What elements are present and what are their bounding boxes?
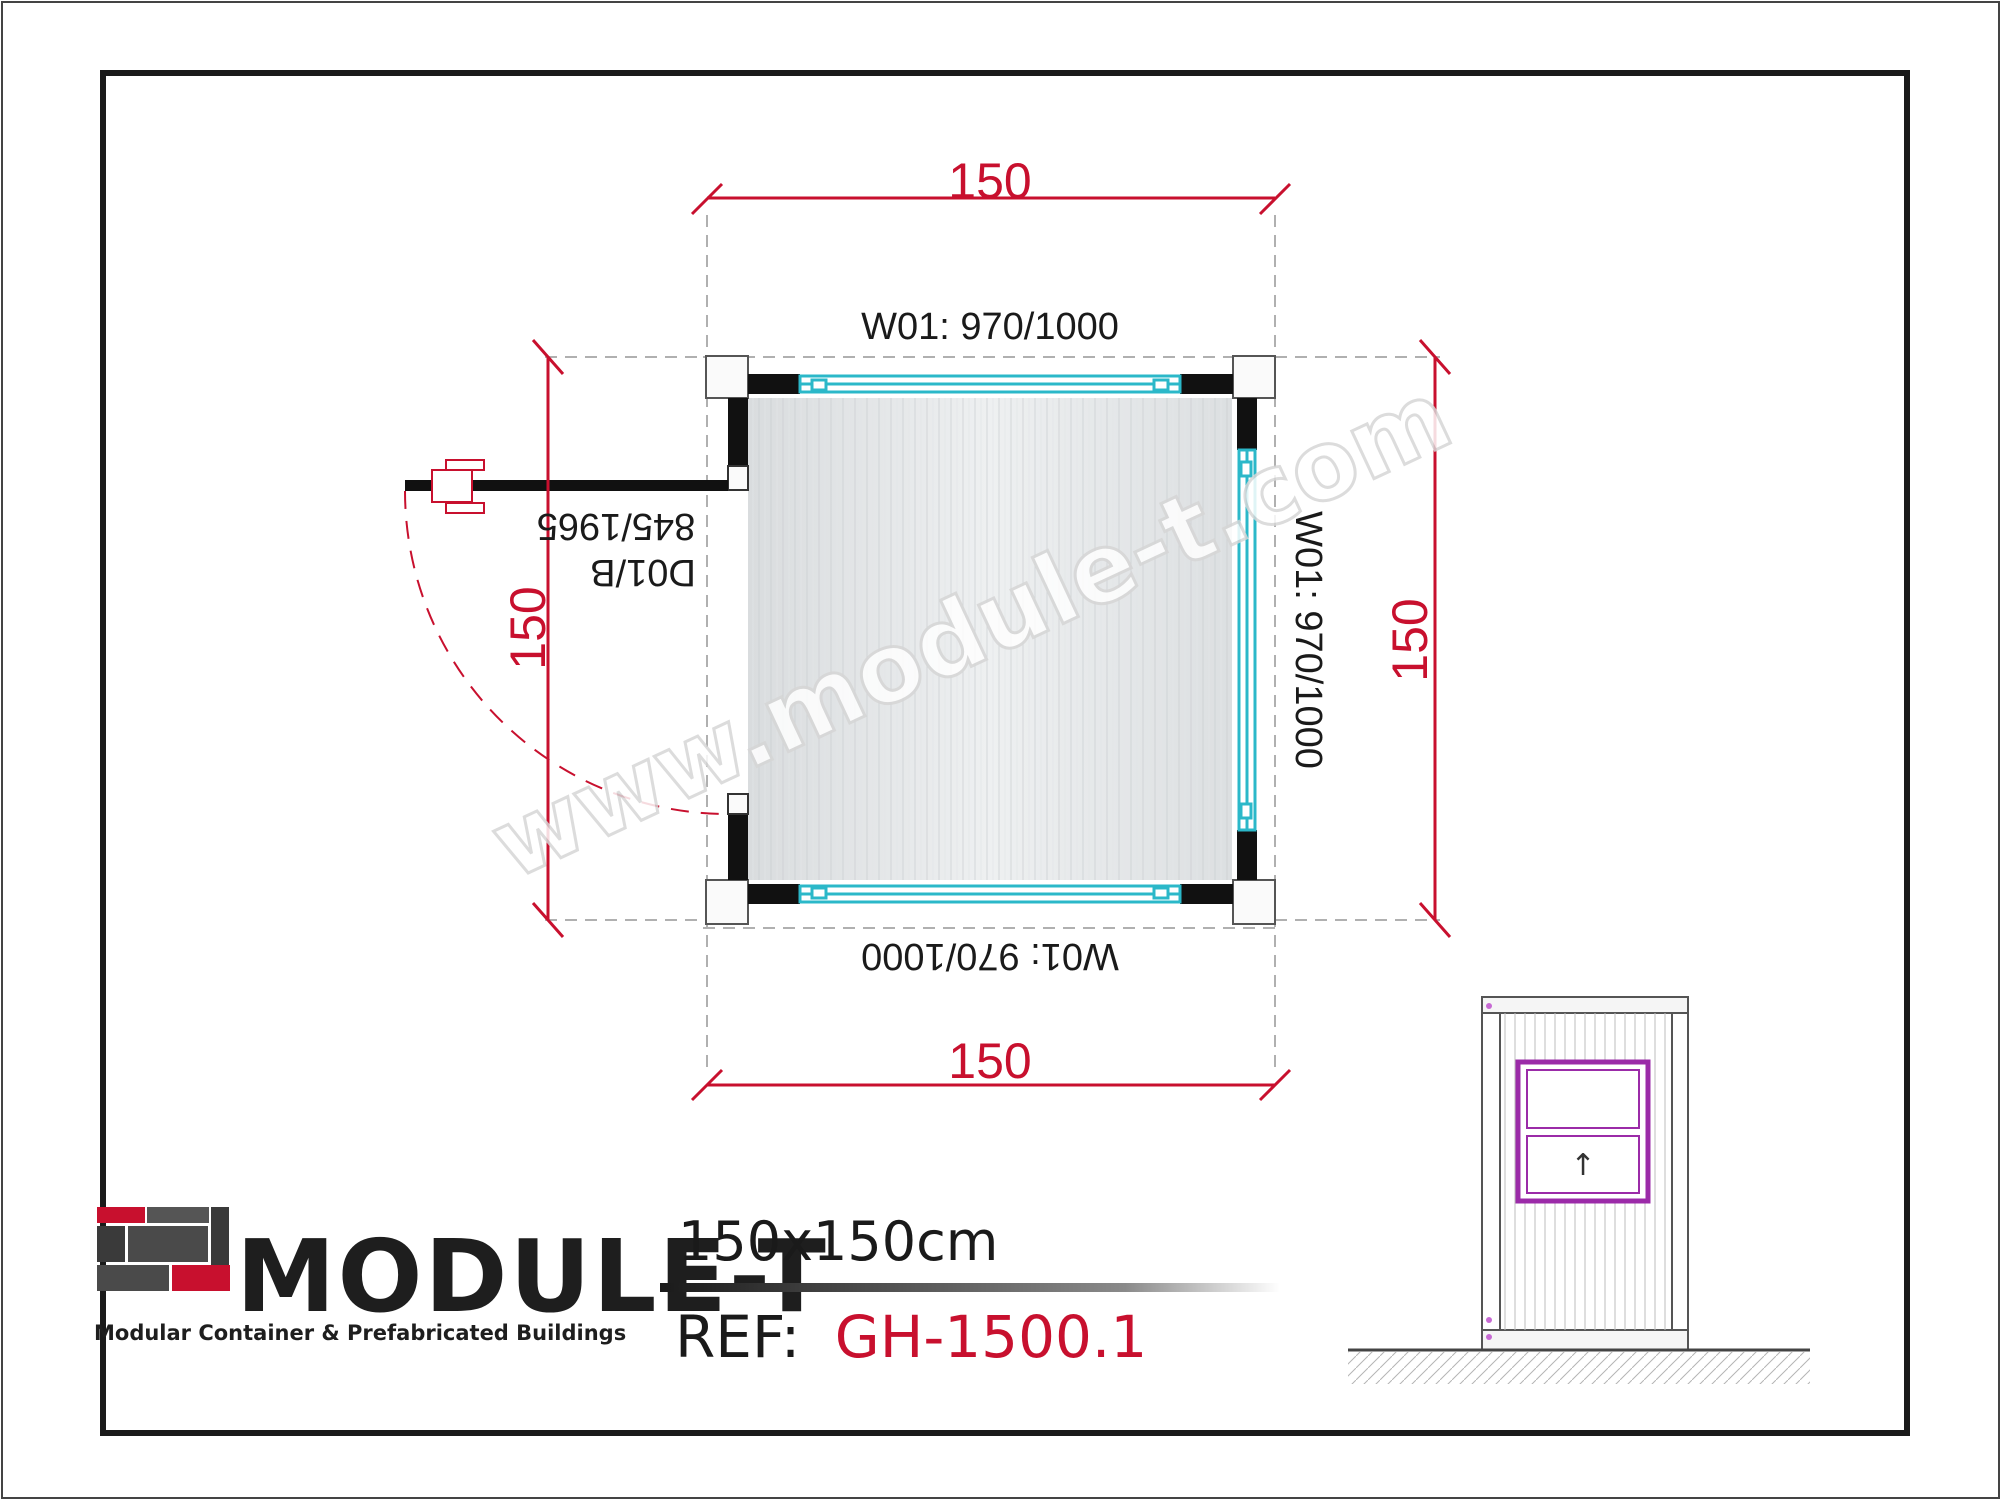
corner-post-bl — [705, 879, 749, 925]
ref-line: REF: GH-1500.1 — [675, 1303, 1147, 1371]
brand-tagline: Modular Container & Prefabricated Buildi… — [94, 1321, 626, 1345]
dimension-right: 150 — [1382, 598, 1438, 681]
ref-code: GH-1500.1 — [835, 1303, 1147, 1371]
floor-plan: 150 150 150 150 W01: 970/1000 W01: 970/1… — [404, 153, 1452, 1102]
module-t-logo: MODULE-T Modular Container & Prefabricat… — [94, 1207, 828, 1345]
title-block: 150x150cm REF: GH-1500.1 — [660, 1210, 1280, 1371]
floor-grain — [748, 398, 1232, 880]
window-label-top: W01: 970/1000 — [861, 306, 1119, 348]
ref-label: REF: — [675, 1303, 800, 1371]
wall-sections — [728, 374, 1257, 904]
size-label: 150x150cm — [678, 1210, 998, 1273]
dimension-lines — [531, 182, 1452, 1102]
title-rule — [660, 1283, 1280, 1292]
dimension-bottom: 150 — [948, 1033, 1031, 1089]
brand-name: MODULE-T — [236, 1218, 828, 1335]
door-handle-icon — [431, 459, 485, 514]
ground-hatch — [1348, 1352, 1810, 1384]
door-code-label: D01/B — [590, 551, 696, 593]
front-elevation: ↑ — [1348, 996, 1810, 1384]
window-right — [1237, 448, 1257, 832]
door-swing-arc — [404, 490, 729, 815]
window-bottom — [798, 884, 1182, 904]
window-label-bottom: W01: 970/1000 — [861, 935, 1119, 977]
dimension-top: 150 — [948, 153, 1031, 209]
sash-arrow-icon: ↑ — [1570, 1148, 1595, 1183]
window-label-right: W01: 970/1000 — [1287, 511, 1329, 769]
door-leaf — [405, 480, 728, 491]
corner-post-tr — [1232, 355, 1276, 399]
drawing-frame — [100, 70, 1910, 1436]
door — [404, 459, 749, 815]
elevation-window: ↑ — [1515, 1059, 1651, 1204]
corner-post-tl — [705, 355, 749, 399]
dimension-left: 150 — [500, 586, 556, 669]
corner-post-br — [1232, 879, 1276, 925]
door-size-label: 845/1965 — [537, 505, 696, 547]
window-top — [798, 374, 1182, 394]
